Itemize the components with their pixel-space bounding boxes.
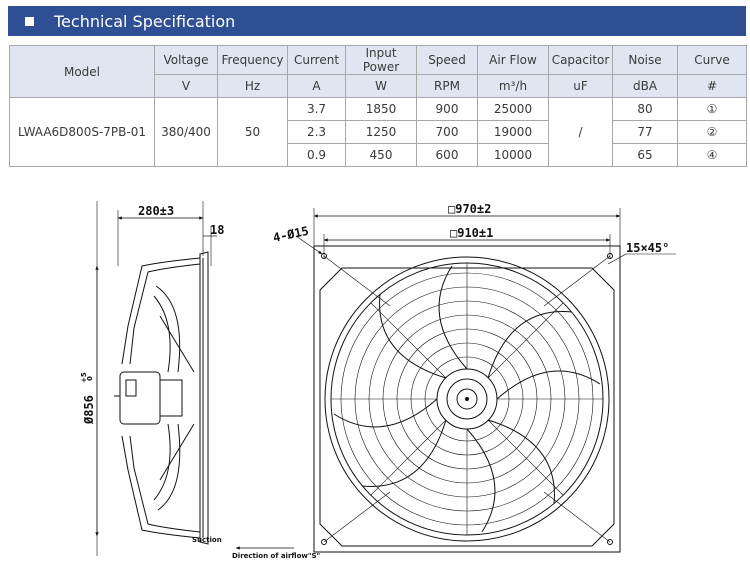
- unit-air-flow: m³/h: [477, 74, 549, 98]
- dim-diameter-tol: +5: [80, 372, 88, 383]
- cell-current: 0.9: [287, 143, 346, 167]
- col-header-frequency: Frequency: [217, 45, 288, 75]
- cell-noise: 77: [612, 120, 678, 144]
- unit-capacitor: uF: [548, 74, 613, 98]
- cell-curve: ④: [677, 143, 747, 167]
- cell-speed: 900: [416, 97, 478, 121]
- cell-airflow: 10000: [477, 143, 549, 167]
- cell-model: LWAA6D800S-7PB-01: [9, 97, 155, 167]
- cell-airflow: 25000: [477, 97, 549, 121]
- dim-outer: □970±2: [448, 202, 491, 216]
- cell-current: 2.3: [287, 120, 346, 144]
- cell-power: 1250: [345, 120, 417, 144]
- cell-noise: 65: [612, 143, 678, 167]
- col-header-curve: Curve: [677, 45, 747, 75]
- col-header-capacitor: Capacitor: [548, 45, 613, 75]
- col-header-current: Current: [287, 45, 346, 75]
- front-view: □970±2 □910±1 4-Ø15 15×45°: [272, 202, 676, 553]
- bullet-square-icon: [25, 16, 34, 26]
- cell-noise: 80: [612, 97, 678, 121]
- cell-airflow: 19000: [477, 120, 549, 144]
- unit-voltage: V: [154, 74, 218, 98]
- cell-speed: 700: [416, 120, 478, 144]
- side-view: 280±3 18 Ø856 +5 0 Suction Directi: [80, 201, 320, 560]
- cell-current: 3.7: [287, 97, 346, 121]
- cell-power: 1850: [345, 97, 417, 121]
- col-header-voltage: Voltage: [154, 45, 218, 75]
- col-header-air-flow: Air Flow: [477, 45, 549, 75]
- cell-power: 450: [345, 143, 417, 167]
- cell-voltage: 380/400: [154, 97, 218, 167]
- table-row: 0.9 450 600 10000 65 ④: [10, 143, 747, 167]
- unit-input-power: W: [345, 74, 417, 98]
- col-header-noise: Noise: [612, 45, 678, 75]
- col-header-input-power: Input Power: [345, 45, 417, 75]
- cell-curve: ①: [677, 97, 747, 121]
- unit-speed: RPM: [416, 74, 478, 98]
- fan-technical-drawing: .ln { stroke:#111; fill:none; stroke-wid…: [80, 201, 676, 560]
- suction-label: Suction: [192, 536, 222, 544]
- dim-inner: □910±1: [450, 226, 493, 240]
- dim-depth: 280±3: [138, 204, 174, 218]
- section-title: Technical Specification: [54, 11, 236, 31]
- table-row: 2.3 1250 700 19000 77 ②: [10, 120, 747, 144]
- table-row: LWAA6D800S-7PB-01 380/400 50 3.7 1850 90…: [9, 97, 747, 167]
- section-header: Technical Specification: [8, 6, 746, 36]
- cell-frequency: 50: [217, 97, 288, 167]
- airflow-label: Direction of airflow"S": [232, 552, 320, 560]
- col-header-speed: Speed: [416, 45, 478, 75]
- unit-curve: #: [677, 74, 747, 98]
- cell-capacitor: /: [548, 97, 613, 167]
- unit-frequency: Hz: [217, 74, 288, 98]
- cell-speed: 600: [416, 143, 478, 167]
- unit-noise: dBA: [612, 74, 678, 98]
- chamfer-label: 15×45°: [626, 241, 669, 255]
- unit-current: A: [287, 74, 346, 98]
- dim-flange: 18: [210, 223, 224, 237]
- spec-table: Model Voltage Frequency Current Input Po…: [9, 45, 747, 167]
- svg-text:0: 0: [86, 376, 94, 381]
- dim-diameter: Ø856: [82, 395, 96, 425]
- cell-curve: ②: [677, 120, 747, 144]
- col-header-model: Model: [9, 45, 155, 98]
